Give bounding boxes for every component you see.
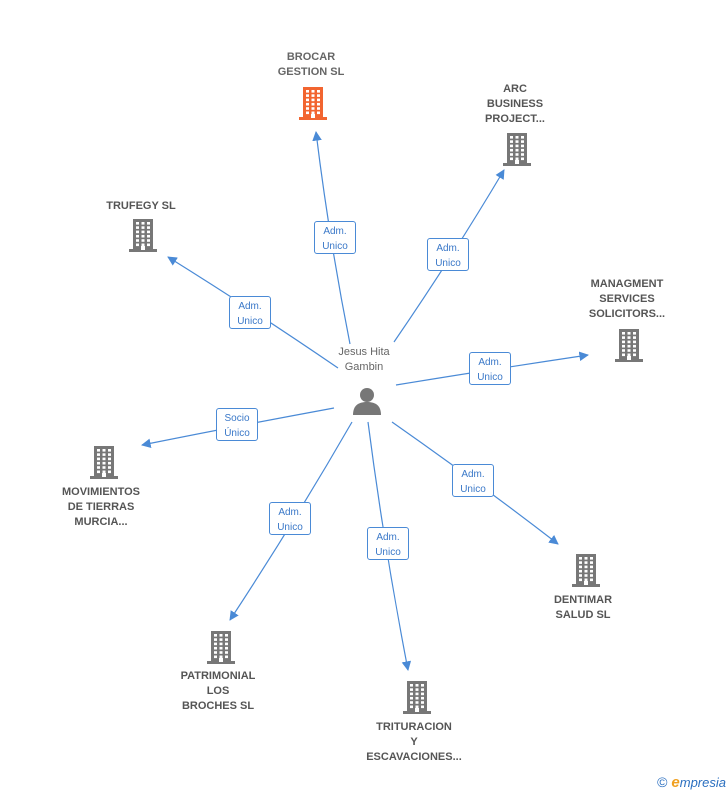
- relation-label-managment[interactable]: Adm. Unico: [469, 352, 511, 385]
- building-icon-patrimonial[interactable]: [206, 630, 236, 664]
- copyright-icon: ©: [657, 774, 668, 790]
- company-label-trituracion[interactable]: TRITURACION Y ESCAVACIONES...: [366, 721, 462, 763]
- building-icon-trufegy[interactable]: [128, 218, 158, 252]
- relation-label-patrimonial[interactable]: Adm. Unico: [269, 502, 311, 535]
- company-label-managment[interactable]: MANAGMENT SERVICES SOLICITORS...: [588, 278, 666, 320]
- relation-label-dentimar[interactable]: Adm. Unico: [452, 464, 494, 497]
- company-label-brocar[interactable]: BROCAR GESTION SL: [277, 51, 345, 78]
- company-label-trufegy[interactable]: TRUFEGY SL: [106, 200, 176, 212]
- footer-brand: ©empresia: [657, 774, 726, 791]
- building-icon-brocar[interactable]: [298, 86, 328, 120]
- building-icon-trituracion[interactable]: [402, 680, 432, 714]
- relation-label-movimientos[interactable]: Socio Único: [216, 408, 258, 441]
- company-label-arc[interactable]: ARC BUSINESS PROJECT...: [485, 83, 545, 125]
- relation-label-trituracion[interactable]: Adm. Unico: [367, 527, 409, 560]
- building-icon-arc[interactable]: [502, 132, 532, 166]
- company-label-movimientos[interactable]: MOVIMIENTOS DE TIERRAS MURCIA...: [61, 486, 141, 528]
- building-icon-dentimar[interactable]: [571, 553, 601, 587]
- company-label-patrimonial[interactable]: PATRIMONIAL LOS BROCHES SL: [180, 670, 256, 712]
- company-label-dentimar[interactable]: DENTIMAR SALUD SL: [553, 594, 613, 621]
- center-person-name: Jesus Hita Gambin: [338, 346, 390, 373]
- relation-label-arc[interactable]: Adm. Unico: [427, 238, 469, 271]
- building-icon-movimientos[interactable]: [89, 445, 119, 479]
- brand-logo-e: e: [671, 774, 680, 791]
- relation-label-trufegy[interactable]: Adm. Unico: [229, 296, 271, 329]
- relation-label-brocar[interactable]: Adm. Unico: [314, 221, 356, 254]
- building-icon-managment[interactable]: [614, 328, 644, 362]
- brand-name: mpresia: [679, 775, 726, 790]
- person-icon[interactable]: [352, 386, 382, 416]
